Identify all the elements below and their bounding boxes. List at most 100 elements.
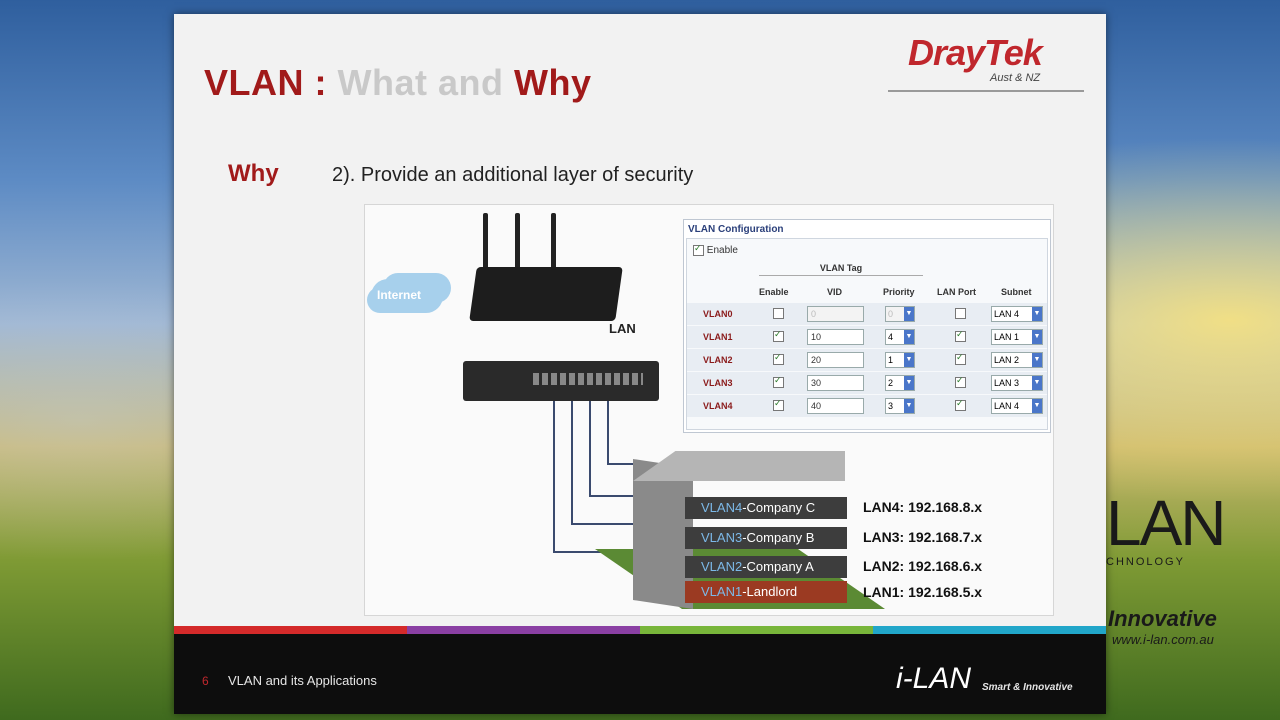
floor-vlan-name: VLAN3 xyxy=(701,530,743,545)
subnet-value: LAN 3 xyxy=(994,378,1020,388)
lan-port-checkbox[interactable] xyxy=(955,398,966,412)
vlan-configuration-panel: VLAN Configuration Enable VLAN Tag Enabl… xyxy=(683,219,1051,433)
priority-value: 4 xyxy=(888,332,894,342)
draytek-logo-sub: Aust & NZ xyxy=(990,72,1041,84)
lan-port[interactable] xyxy=(955,329,966,343)
vlan-row: VLAN3 30 2▼ LAN 3▼ xyxy=(687,372,1047,394)
title-why: Why xyxy=(513,62,592,103)
lan-port-checkbox[interactable] xyxy=(955,352,966,366)
subnet-select[interactable]: LAN 2 ▼ xyxy=(991,352,1043,368)
vid-input[interactable]: 20 xyxy=(807,352,864,368)
lan-port-checkbox[interactable] xyxy=(955,375,966,389)
lan-port[interactable] xyxy=(955,398,966,412)
floor-tenant: -Landlord xyxy=(742,584,798,599)
subnet-select[interactable]: LAN 1 ▼ xyxy=(991,329,1043,345)
ilan-logo: i-LAN xyxy=(896,662,972,695)
vid-input[interactable]: 0 xyxy=(807,306,864,322)
vid-input[interactable]: 40 xyxy=(807,398,864,414)
chevron-down-icon: ▼ xyxy=(1032,307,1042,321)
priority-value: 3 xyxy=(888,401,894,411)
vlan-row: VLAN1 10 4▼ LAN 1▼ xyxy=(687,326,1047,348)
floor-vlan-name: VLAN1 xyxy=(701,584,743,599)
building-roof xyxy=(633,451,845,481)
building-facade xyxy=(633,459,693,609)
subnet-select[interactable]: LAN 4 ▼ xyxy=(991,398,1043,414)
cable xyxy=(571,401,639,525)
subnet-value: LAN 4 xyxy=(994,401,1020,411)
subnet-value: LAN 4 xyxy=(994,309,1020,319)
switch-icon xyxy=(463,361,659,401)
subnet-select[interactable]: LAN 3▼ xyxy=(991,375,1043,391)
subnet-value: LAN 2 xyxy=(994,355,1020,365)
why-label: Why xyxy=(228,160,279,187)
subnet-value: LAN 1 xyxy=(994,332,1020,342)
priority-select[interactable]: 1▼ xyxy=(885,352,915,368)
chevron-down-icon: ▼ xyxy=(904,399,914,413)
header-vid: VID xyxy=(827,287,843,297)
row-enable[interactable] xyxy=(773,308,784,320)
row-enable-checkbox[interactable] xyxy=(773,375,784,389)
row-enable[interactable] xyxy=(773,352,784,366)
background-logo: LAN xyxy=(1106,487,1226,559)
internet-cloud-icon: Internet xyxy=(371,279,443,313)
color-stripe xyxy=(174,626,1106,634)
priority-select[interactable]: 2▼ xyxy=(885,375,915,391)
vlan-enable-checkbox[interactable] xyxy=(693,243,704,256)
background-url: www.i-lan.com.au xyxy=(1112,632,1214,647)
draytek-logo: DrayTek Aust & NZ xyxy=(888,32,1084,94)
subnet-select[interactable]: LAN 4 ▼ xyxy=(991,306,1043,322)
row-enable[interactable] xyxy=(773,398,784,412)
vlan-name: VLAN2 xyxy=(703,355,733,365)
lan-label: LAN xyxy=(609,321,636,336)
title-vlan: VLAN : xyxy=(204,62,338,103)
priority-select[interactable]: 4▼ xyxy=(885,329,915,345)
header-subnet: Subnet xyxy=(1001,287,1032,297)
priority-select[interactable]: 3▼ xyxy=(885,398,915,414)
router-icon xyxy=(469,267,623,321)
lan-port[interactable] xyxy=(955,308,966,320)
draytek-logo-text: DrayTek xyxy=(908,32,1043,73)
priority-value: 2 xyxy=(888,378,894,388)
network-diagram: Internet LAN VLAN Configuration Enable V… xyxy=(364,204,1054,616)
chevron-down-icon: ▼ xyxy=(904,376,914,390)
priority-select[interactable]: 0▼ xyxy=(885,306,915,322)
row-enable-checkbox[interactable] xyxy=(773,329,784,343)
row-enable-checkbox[interactable] xyxy=(773,352,784,366)
antenna-icon xyxy=(515,213,520,273)
chevron-down-icon: ▼ xyxy=(1032,399,1042,413)
vlan-enable-label: Enable xyxy=(706,245,738,257)
floor-tenant: -Company B xyxy=(742,530,815,545)
vid-input[interactable]: 30 xyxy=(807,375,864,391)
header-lan-port: LAN Port xyxy=(937,287,976,297)
row-enable-checkbox[interactable] xyxy=(773,308,784,320)
vlan-row: VLAN0 0 0▼ LAN 4 ▼ xyxy=(687,303,1047,325)
vlan-config-body: Enable VLAN Tag Enable VID Priority LAN … xyxy=(686,238,1048,430)
lan-port[interactable] xyxy=(955,375,966,389)
lan-port-checkbox[interactable] xyxy=(955,329,966,343)
floor-vlan3: VLAN3-Company B xyxy=(685,527,847,549)
chevron-down-icon: ▼ xyxy=(1032,353,1042,367)
row-enable[interactable] xyxy=(773,329,784,343)
background-innovative-text: Innovative xyxy=(1108,606,1217,631)
row-enable-checkbox[interactable] xyxy=(773,398,784,412)
vlan-name: VLAN3 xyxy=(703,378,733,388)
vid-input[interactable]: 10 xyxy=(807,329,864,345)
lan-port[interactable] xyxy=(955,352,966,366)
lan-port-checkbox[interactable] xyxy=(955,308,966,320)
chevron-down-icon: ▼ xyxy=(1032,330,1042,344)
floor-vlan1: VLAN1-Landlord xyxy=(685,581,847,603)
floor-vlan4: VLAN4-Company C xyxy=(685,497,847,519)
row-enable[interactable] xyxy=(773,375,784,389)
background-tech-text: CHNOLOGY xyxy=(1106,556,1185,568)
bullet-point: 2). Provide an additional layer of secur… xyxy=(332,164,694,186)
vlan-tag-header: VLAN Tag xyxy=(759,263,923,276)
chevron-down-icon: ▼ xyxy=(904,307,914,321)
slide-footer: 6 VLAN and its Applications i-LAN Smart … xyxy=(174,634,1106,714)
internet-label: Internet xyxy=(377,288,422,302)
vlan-name: VLAN4 xyxy=(703,401,733,411)
chevron-down-icon: ▼ xyxy=(904,353,914,367)
vlan-name: VLAN0 xyxy=(703,309,733,319)
lan1-ip: LAN1: 192.168.5.x xyxy=(863,584,983,600)
lan3-ip: LAN3: 192.168.7.x xyxy=(863,529,983,545)
slide: VLAN : What and Why DrayTek Aust & NZ Wh… xyxy=(174,14,1106,714)
